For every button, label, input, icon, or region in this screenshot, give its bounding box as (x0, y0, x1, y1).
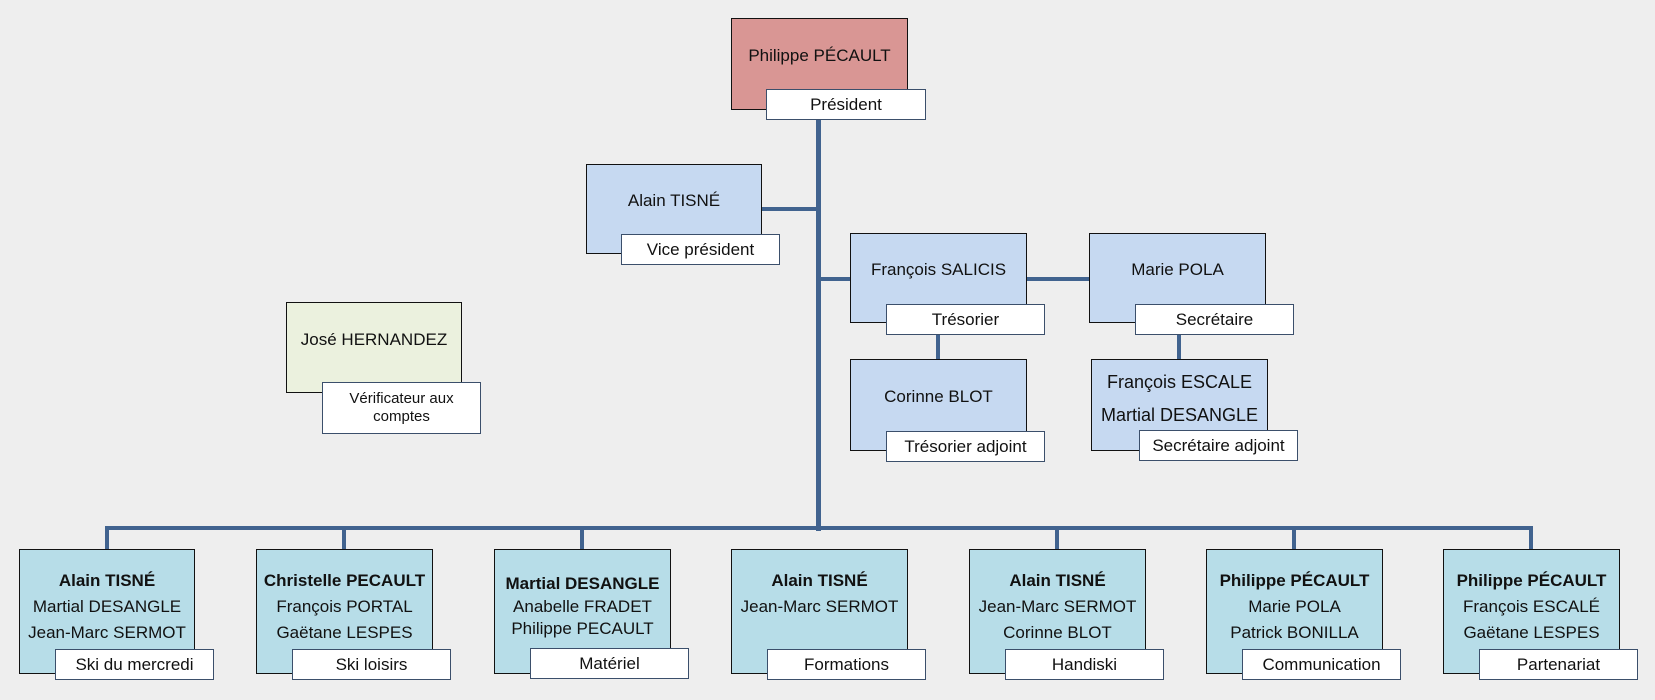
team-role-label: Ski loisirs (292, 649, 451, 680)
team-role-label: Ski du mercredi (55, 649, 214, 680)
team-lead: Alain TISNÉ (771, 571, 868, 590)
vice-president-name: Alain TISNÉ (627, 191, 721, 210)
auditor-role-label: Vérificateur aux comptes (322, 382, 481, 434)
team-drop (580, 526, 584, 549)
team-member: Philippe PECAULT (511, 619, 654, 638)
team-member: François ESCALÉ (1463, 597, 1600, 616)
team-drop (105, 526, 109, 549)
deputy-treasurer-role-label: Trésorier adjoint (886, 431, 1045, 462)
team-member: Marie POLA (1248, 597, 1341, 616)
president-role-label: Président (766, 89, 926, 120)
deputy-secretary-connector (1177, 335, 1181, 359)
treasurer-role-label: Trésorier (886, 304, 1045, 335)
trunk-connector (816, 118, 821, 531)
auditor-box: José HERNANDEZ (286, 302, 462, 393)
vice-connector (762, 207, 819, 211)
team-role-label: Matériel (530, 648, 689, 679)
auditor-name: José HERNANDEZ (300, 329, 448, 349)
team-drop (1292, 526, 1296, 549)
treasurer-secretary-connector (1027, 277, 1089, 281)
vice-president-role-label: Vice président (621, 234, 780, 265)
team-member: Corinne BLOT (1003, 623, 1112, 642)
team-role-label: Communication (1242, 649, 1401, 680)
team-member: Anabelle FRADET (513, 597, 652, 616)
team-lead: Alain TISNÉ (58, 571, 156, 590)
team-member: Jean-Marc SERMOT (978, 597, 1137, 616)
team-lead: Philippe PÉCAULT (1219, 571, 1370, 590)
team-lead: Martial DESANGLE (505, 574, 660, 593)
team-role-label: Formations (767, 649, 926, 680)
secretary-role-label: Secrétaire (1135, 304, 1294, 335)
team-lead: Philippe PÉCAULT (1456, 571, 1607, 590)
team-member: Jean-Marc SERMOT (28, 623, 186, 642)
president-name: Philippe PÉCAULT (748, 46, 891, 65)
team-role-label: Handiski (1005, 649, 1164, 680)
team-member: Gaëtane LESPES (276, 623, 413, 642)
team-member: Martial DESANGLE (32, 597, 182, 616)
team-member: Patrick BONILLA (1230, 623, 1359, 642)
team-box-communication: Philippe PÉCAULT Marie POLA Patrick BONI… (1206, 549, 1383, 674)
team-lead: Christelle PECAULT (263, 571, 426, 590)
team-box-ski-loisirs: Christelle PECAULT François PORTAL Gaëta… (256, 549, 433, 674)
team-member: Gaëtane LESPES (1463, 623, 1600, 642)
treasurer-connector (819, 277, 850, 281)
team-role-label: Partenariat (1479, 649, 1638, 680)
deputy-secretary-role-label: Secrétaire adjoint (1139, 430, 1298, 461)
team-drop (1529, 526, 1533, 549)
team-drop (1055, 526, 1059, 549)
team-drop (342, 526, 346, 549)
team-member: François PORTAL (276, 597, 413, 616)
teams-bus-connector (105, 526, 1533, 530)
treasurer-name: François SALICIS (870, 260, 1007, 279)
deputy-treasurer-name: Corinne BLOT (884, 387, 993, 406)
deputy-secretary-name: Martial DESANGLE (1100, 405, 1259, 425)
deputy-treasurer-connector (936, 335, 940, 359)
team-member: Jean-Marc SERMOT (740, 597, 899, 616)
deputy-secretary-name: François ESCALE (1106, 372, 1253, 392)
team-lead: Alain TISNÉ (1009, 571, 1106, 590)
secretary-name: Marie POLA (1131, 260, 1224, 279)
